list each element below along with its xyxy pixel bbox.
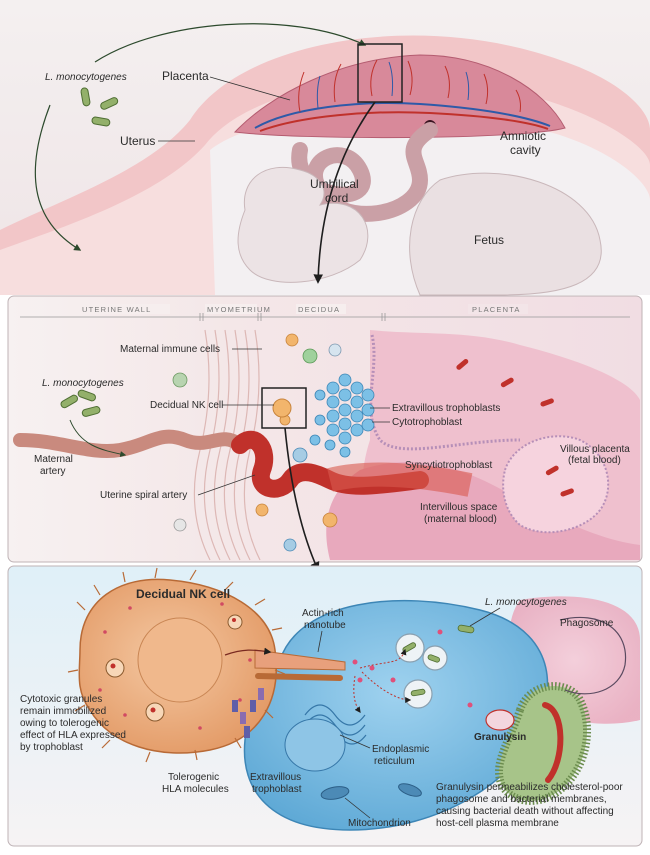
label-cytotoxic-1: Cytotoxic granules xyxy=(20,694,102,705)
label-syncytio: Syncytiotrophoblast xyxy=(405,460,492,471)
bacteria-cluster-top xyxy=(80,87,119,127)
label-cytotoxic-3: owing to tolerogenic xyxy=(20,718,109,729)
label-intervillous-2: (maternal blood) xyxy=(424,514,497,525)
label-actin-2: nanotube xyxy=(304,620,346,631)
syncytiotrophoblast-layer xyxy=(369,334,521,451)
label-umbilical-1: Umbilical xyxy=(310,177,359,191)
scale-decidua: DECIDUA xyxy=(298,305,340,314)
large-bacterium xyxy=(495,682,591,805)
hla-molecules xyxy=(232,688,264,738)
scale-uterine-wall: UTERINE WALL xyxy=(82,305,152,314)
label-er-1: Endoplasmic xyxy=(372,744,429,755)
label-phagosome: Phagosome xyxy=(560,618,614,629)
label-granulysin-note-4: host-cell plasma membrane xyxy=(436,818,559,829)
actin-nanotube xyxy=(254,649,346,671)
label-intervillous-1: Intervillous space xyxy=(420,502,498,513)
villous-placenta xyxy=(502,435,610,534)
label-spiral-artery: Uterine spiral artery xyxy=(100,490,187,501)
maternal-immune-cells xyxy=(172,333,342,552)
cytotoxic-granules xyxy=(105,614,243,722)
label-immune-cells: Maternal immune cells xyxy=(120,344,220,355)
scale-placenta: PLACENTA xyxy=(472,305,521,314)
label-ext-1: Extravillous xyxy=(250,772,301,783)
fetus-body xyxy=(237,166,369,283)
zoom-box-nk xyxy=(261,387,307,429)
label-cytotoxic-5: by trophoblast xyxy=(20,742,83,753)
label-cytotrophoblast: Cytotrophoblast xyxy=(392,417,462,428)
top-panel: L. monocytogenes Placenta Uterus Amnioti… xyxy=(0,0,650,296)
scale-myometrium: MYOMETRIUM xyxy=(207,305,271,314)
zoom-arrow-top xyxy=(313,101,376,284)
bottom-panel: Decidual NK cell Actin-rich nanotube L. … xyxy=(7,565,643,847)
label-maternal-1: Maternal xyxy=(34,454,73,465)
label-nk-title: Decidual NK cell xyxy=(136,587,230,601)
label-bacteria-top: L. monocytogenes xyxy=(45,72,127,83)
label-cytotoxic-4: effect of HLA expressed xyxy=(20,730,126,741)
granulysin-pore xyxy=(485,709,515,731)
label-extravillous: Extravillous trophoblasts xyxy=(392,403,500,414)
maternal-artery xyxy=(13,429,247,458)
label-umbilical-2: cord xyxy=(325,191,348,205)
label-villous-2: (fetal blood) xyxy=(568,455,621,466)
label-granulysin-note-2: phagosome and bacterial membranes, xyxy=(436,794,607,805)
label-granulysin-note-3: causing bacterial death without affectin… xyxy=(436,806,614,817)
label-hla-2: HLA molecules xyxy=(162,784,229,795)
infection-arrow-side xyxy=(34,104,82,251)
extravillous-trophoblast-column xyxy=(309,373,375,458)
zoom-arrow-mid xyxy=(284,427,320,572)
nk-cytoplasm-dots xyxy=(98,602,252,730)
label-maternal-2: artery xyxy=(40,466,66,477)
trophoblast-nucleus xyxy=(284,718,346,772)
label-uterus: Uterus xyxy=(120,134,155,148)
label-cytotoxic-2: remain immobilized xyxy=(20,706,106,717)
label-fetus: Fetus xyxy=(474,233,504,247)
myometrium-tissue xyxy=(193,329,261,561)
label-granulysin-note-1: Granulysin permeabilizes cholesterol-poo… xyxy=(436,782,623,793)
label-er-2: reticulum xyxy=(374,756,415,767)
zoom-box-top xyxy=(357,43,403,103)
label-amniotic-1: Amniotic xyxy=(500,129,546,143)
mitochondrion xyxy=(320,783,422,800)
label-bacteria-mid: L. monocytogenes xyxy=(42,378,124,389)
label-amniotic-2: cavity xyxy=(510,143,541,157)
middle-panel: UTERINE WALL MYOMETRIUM DECIDUA PLACENTA xyxy=(7,295,643,572)
nk-nucleus xyxy=(137,617,223,703)
label-hla-1: Tolerogenic xyxy=(168,772,219,783)
label-ext-2: trophoblast xyxy=(252,784,302,795)
label-mito: Mitochondrion xyxy=(348,818,411,829)
label-villous-1: Villous placenta xyxy=(560,444,630,455)
label-placenta: Placenta xyxy=(162,69,209,83)
label-actin-1: Actin-rich xyxy=(302,608,344,619)
bacteria-cluster-mid xyxy=(60,389,101,417)
infection-arrow-top xyxy=(94,23,367,63)
label-nk-cell-mid: Decidual NK cell xyxy=(150,400,223,411)
label-bacteria-bottom: L. monocytogenes xyxy=(485,597,567,608)
label-granulysin: Granulysin xyxy=(474,732,526,743)
